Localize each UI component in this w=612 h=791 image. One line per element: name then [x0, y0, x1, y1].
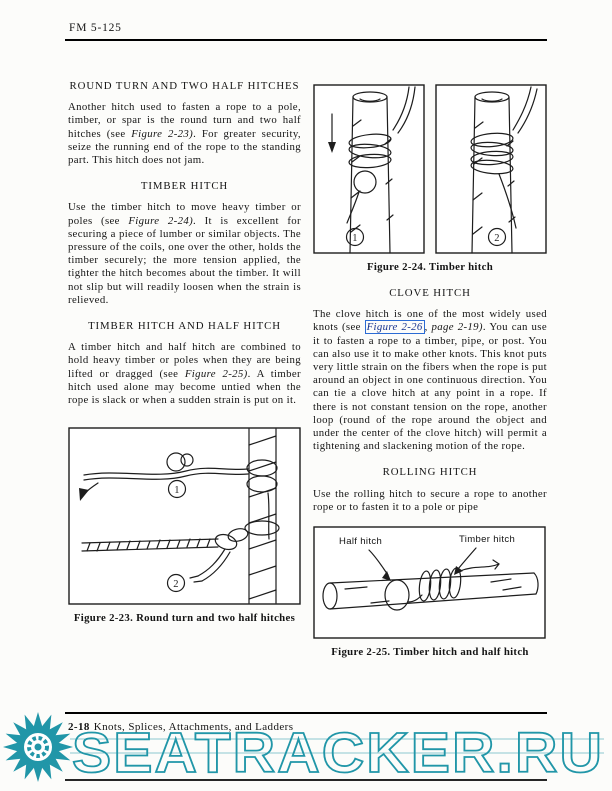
body-text: Use the timber hitch to move heavy timbe…	[68, 201, 301, 227]
figure-2-24: 1	[313, 84, 547, 274]
page-ref-2-19: page 2-19)	[431, 321, 483, 334]
heading-rolling-hitch: ROLLING HITCH	[382, 466, 478, 479]
right-column: 1	[313, 84, 547, 659]
heading-timber-half-hitch: TIMBER HITCH AND HALF HITCH	[88, 320, 281, 333]
sun-logo-inner	[23, 732, 53, 762]
heading-clove-hitch: CLOVE HITCH	[389, 287, 471, 299]
body-text: . It is excellent for securing a piece o…	[68, 214, 301, 306]
figure-ref-2-24: Figure 2-24)	[128, 214, 194, 227]
figure-ref-2-25: Figure 2-25)	[184, 367, 248, 380]
hitch-rope-drawing	[384, 559, 500, 611]
figure-2-23-caption: Figure 2-23. Round turn and two half hit…	[73, 612, 296, 625]
marker-1: 1	[345, 227, 365, 247]
timber-hitch-label: Timber hitch	[459, 534, 515, 545]
body-text: . A timber hitch used alone may become u…	[68, 367, 301, 407]
body-text: Another hitch used to fasten a rope to a…	[68, 101, 301, 140]
doc-number: FM 5-125	[69, 22, 122, 34]
sun-logo-icon	[3, 712, 73, 782]
figure-2-25: Half hitch Timber hitch Figure 2-25. Tim…	[313, 526, 547, 659]
figure-2-24-caption: Figure 2-24. Timber hitch	[366, 261, 494, 273]
pull-arrow	[328, 142, 336, 153]
figure-2-25-caption: Figure 2-25. Timber hitch and half hitch	[331, 646, 529, 659]
sun-logo-gear	[22, 731, 54, 763]
label-arrows	[368, 547, 477, 582]
marker-2: 2	[166, 574, 186, 593]
footer-page-number: 2-18	[68, 721, 90, 733]
left-column: ROUND TURN AND TWO HALF HITCHES Another …	[68, 80, 301, 625]
body-text: . You can use it to fasten a rope to a t…	[313, 321, 548, 453]
figure-2-25-illustration: Half hitch Timber hitch	[313, 526, 546, 639]
svg-text:1: 1	[352, 233, 358, 244]
figure-ref-2-23: Figure 2-23)	[131, 127, 194, 140]
footer-rule	[65, 712, 547, 714]
sun-logo-dot	[34, 743, 42, 751]
page-bottom-rule	[65, 779, 547, 781]
paragraph-clove-hitch: The clove hitch is one of the most widel…	[313, 308, 547, 453]
timber-hitch-rope-drawing	[81, 520, 280, 583]
pull-arrow	[79, 488, 89, 502]
watermark: SEATRACKER.RU	[3, 712, 604, 786]
header-rule	[65, 39, 547, 41]
watermark-stripes	[70, 738, 604, 754]
body-text: A timber hitch and half hitch are combin…	[68, 341, 301, 380]
half-hitch-label: Half hitch	[339, 536, 382, 547]
rope-drawing	[331, 86, 416, 224]
paragraph-timber-hitch: Use the timber hitch to move heavy timbe…	[68, 201, 301, 307]
figure-2-24-illustration: 1	[313, 84, 547, 254]
marker-2: 2	[487, 227, 507, 247]
svg-text:2: 2	[173, 579, 179, 590]
svg-text:1: 1	[174, 485, 180, 496]
log-drawing	[322, 572, 539, 610]
body-text: The clove hitch is one of the most widel…	[313, 308, 547, 334]
figure-2-23-illustration: 1 2	[68, 427, 301, 605]
paragraph-rolling-hitch: Use the rolling hitch to secure a rope t…	[313, 487, 547, 513]
heading-round-turn: ROUND TURN AND TWO HALF HITCHES	[69, 80, 300, 92]
round-turn-rope-drawing	[83, 452, 278, 540]
figure-2-26-link[interactable]: Figure 2-26	[364, 320, 425, 335]
heading-timber-hitch: TIMBER HITCH	[140, 180, 229, 193]
rope-drawing-2	[470, 86, 538, 229]
body-text: . For greater security, seize the runnin…	[68, 127, 301, 167]
marker-1: 1	[167, 480, 187, 499]
paragraph-round-turn: Another hitch used to fasten a rope to a…	[68, 101, 301, 167]
paragraph-timber-half-hitch: A timber hitch and half hitch are combin…	[68, 341, 301, 407]
footer-chapter-title: Knots, Splices, Attachments, and Ladders	[93, 721, 294, 733]
figure-2-23: 1 2 Figure 2-23. Roun	[68, 427, 301, 625]
svg-text:2: 2	[494, 233, 500, 244]
body-text: ,	[424, 321, 432, 334]
